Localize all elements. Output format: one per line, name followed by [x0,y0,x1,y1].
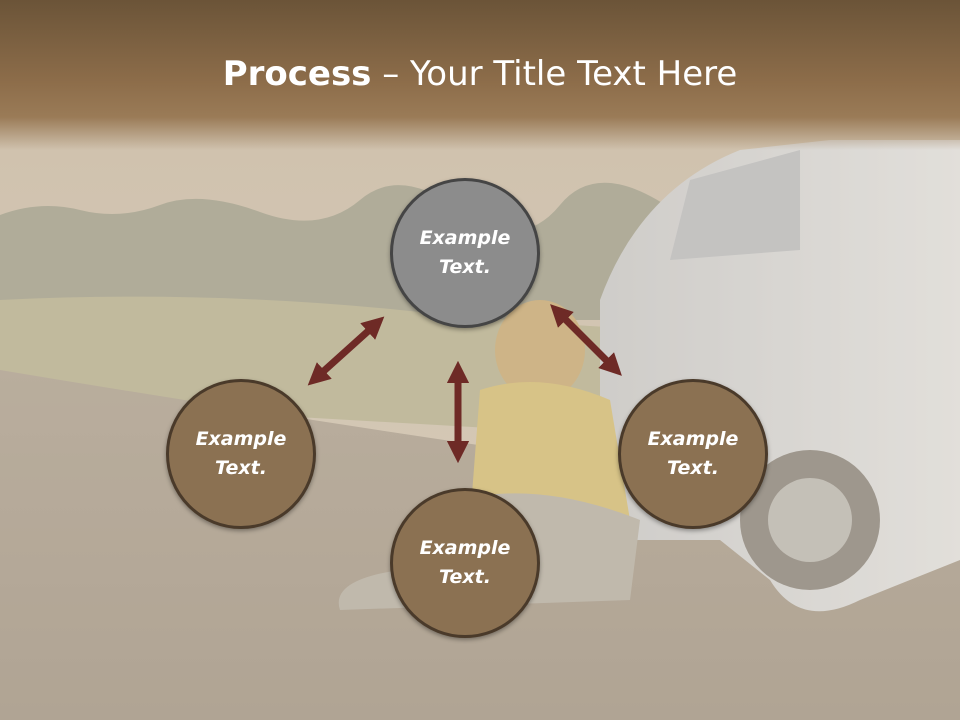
title-bold: Process [222,54,372,94]
node-left[interactable]: Example Text. [166,379,316,529]
node-top[interactable]: Example Text. [390,178,540,328]
title-rest: – Your Title Text Here [371,54,738,94]
node-left-label: Example Text. [195,428,287,479]
title-band [0,0,960,150]
node-top-label: Example Text. [419,227,511,278]
arrow-top-right [550,304,622,376]
slide-title[interactable]: Process – Your Title Text Here [0,52,960,96]
arrow-top-left [307,316,385,386]
node-right[interactable]: Example Text. [618,379,768,529]
node-right-label: Example Text. [647,428,739,479]
node-bottom-label: Example Text. [419,537,511,588]
node-bottom[interactable]: Example Text. [390,488,540,638]
